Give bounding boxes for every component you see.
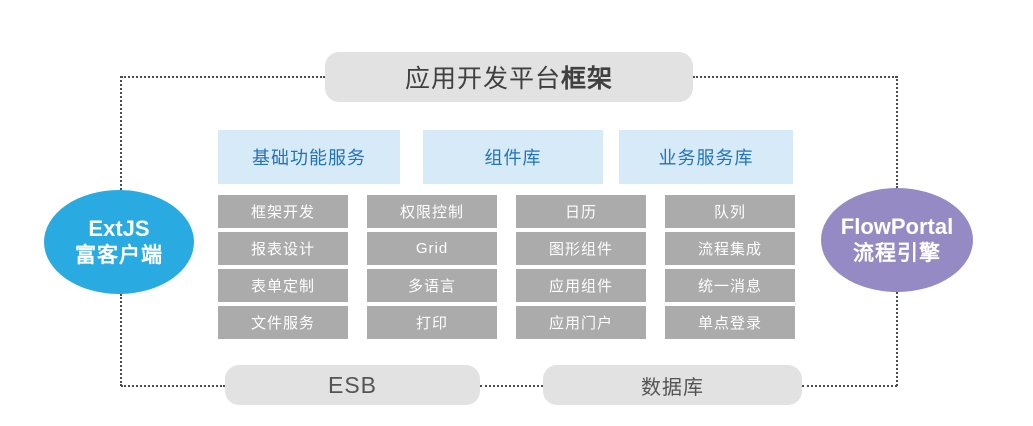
header-component-library: 组件库 xyxy=(423,130,603,184)
platform-framework-label-bold: 框架 xyxy=(561,65,614,93)
platform-framework-label: 应用开发平台 xyxy=(404,65,561,93)
esb-box: ESB xyxy=(225,365,480,405)
grid-cell: 应用门户 xyxy=(516,306,646,339)
connector-top-left xyxy=(121,76,325,78)
feature-grid: 框架开发 权限控制 日历 队列 报表设计 Grid 图形组件 流程集成 表单定制… xyxy=(218,195,795,339)
connector-left-upper xyxy=(120,76,122,190)
grid-cell: 图形组件 xyxy=(516,232,646,265)
platform-framework-box: 应用开发平台框架 xyxy=(325,52,693,102)
flowportal-engine-ellipse: FlowPortal 流程引擎 xyxy=(821,188,973,292)
database-box: 数据库 xyxy=(543,365,802,405)
connector-bottom-left xyxy=(121,385,225,387)
grid-cell: 文件服务 xyxy=(218,306,348,339)
connector-top-right xyxy=(693,76,897,78)
connector-right-lower xyxy=(896,292,898,386)
connector-left-lower xyxy=(120,294,122,386)
grid-cell: 权限控制 xyxy=(367,195,497,228)
extjs-label: ExtJS xyxy=(88,216,150,242)
grid-cell: 报表设计 xyxy=(218,232,348,265)
header-business-service-library: 业务服务库 xyxy=(619,130,793,184)
grid-cell: 单点登录 xyxy=(665,306,795,339)
connector-bottom-right xyxy=(802,385,897,387)
grid-cell: 统一消息 xyxy=(665,269,795,302)
grid-cell: 日历 xyxy=(516,195,646,228)
grid-cell: 打印 xyxy=(367,306,497,339)
grid-cell: 多语言 xyxy=(367,269,497,302)
extjs-client-ellipse: ExtJS 富客户端 xyxy=(44,190,194,294)
header-basic-function-services: 基础功能服务 xyxy=(218,130,400,184)
grid-cell: 应用组件 xyxy=(516,269,646,302)
grid-cell: Grid xyxy=(367,232,497,265)
rich-client-label: 富客户端 xyxy=(75,243,163,267)
grid-cell: 流程集成 xyxy=(665,232,795,265)
connector-bottom-middle xyxy=(480,385,543,387)
grid-cell: 队列 xyxy=(665,195,795,228)
process-engine-label: 流程引擎 xyxy=(853,241,941,265)
grid-cell: 表单定制 xyxy=(218,269,348,302)
flowportal-label: FlowPortal xyxy=(840,214,954,240)
grid-cell: 框架开发 xyxy=(218,195,348,228)
connector-right-upper xyxy=(896,76,898,188)
